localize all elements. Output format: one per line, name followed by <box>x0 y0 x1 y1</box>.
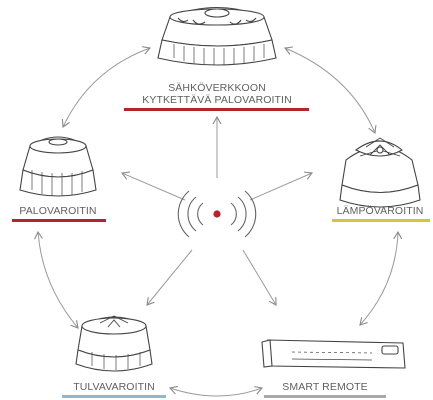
connector-smoke-water <box>38 232 78 328</box>
underline-water <box>62 395 166 398</box>
connector-mains-smoke <box>63 48 150 127</box>
underline-remote <box>264 395 386 398</box>
label-heat: LÄMPÖVAROITIN <box>336 205 424 217</box>
label-remote: SMART REMOTE <box>282 381 368 393</box>
connector-water-remote <box>170 388 262 397</box>
arrow-to-smoke <box>122 173 186 201</box>
signal-dot <box>213 210 221 218</box>
label-mains-line2: KYTKETTÄVÄ PALOVAROITIN <box>142 94 292 106</box>
mains-smoke-alarm-icon <box>157 6 277 66</box>
smoke-alarm-icon <box>19 136 97 197</box>
heat-alarm-icon <box>339 137 421 208</box>
water-alarm-icon <box>75 315 153 372</box>
connector-mains-heat <box>285 48 375 133</box>
smart-remote-icon <box>261 339 406 369</box>
connector-heat-remote <box>360 232 398 325</box>
underline-smoke <box>12 219 106 222</box>
underline-heat <box>332 219 430 222</box>
arrow-to-water <box>147 249 193 305</box>
underline-mains <box>124 108 309 111</box>
wireless-signal-icon <box>177 190 257 238</box>
label-mains-line1: SÄHKÖVERKKOON <box>168 82 266 94</box>
label-water: TULVAVAROITIN <box>73 381 155 393</box>
label-smoke: PALOVAROITIN <box>19 205 97 217</box>
ring-connectors <box>38 48 398 397</box>
arrow-to-remote <box>242 249 276 305</box>
arrow-to-heat <box>249 173 312 201</box>
center-connectors <box>122 117 312 305</box>
